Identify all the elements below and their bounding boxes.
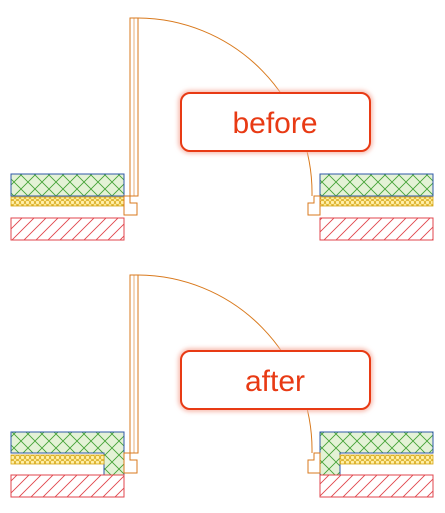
brick-layer xyxy=(319,217,434,241)
membrane-layer xyxy=(10,196,125,207)
membrane-layer xyxy=(319,196,434,207)
door-jamb-left xyxy=(123,452,138,474)
insulation-layer xyxy=(319,173,434,197)
callout-box xyxy=(180,92,371,152)
brick-layer xyxy=(10,474,125,498)
membrane-layer xyxy=(10,454,105,465)
door-after xyxy=(123,274,313,474)
before-detail xyxy=(10,17,434,241)
callout-box xyxy=(180,350,371,410)
label-after: after xyxy=(245,365,305,398)
wall-right-after xyxy=(307,431,434,498)
door-jamb-left xyxy=(123,195,138,216)
membrane-layer xyxy=(339,454,434,465)
callout-after: after xyxy=(178,348,373,412)
after-detail xyxy=(10,274,434,498)
insulation-layer xyxy=(10,173,125,197)
brick-layer xyxy=(319,474,434,498)
insulation-layer xyxy=(319,431,434,476)
door-jamb-right xyxy=(307,195,321,216)
label-before: before xyxy=(232,107,317,140)
door-swing-arc xyxy=(137,274,313,454)
door-jamb-right xyxy=(307,452,321,474)
wall-left-after xyxy=(10,431,125,498)
brick-layer xyxy=(10,217,125,241)
wall-left-before xyxy=(10,173,125,241)
callout-before: before xyxy=(178,90,373,154)
door-swing-arc xyxy=(137,17,313,197)
wall-right-before xyxy=(307,173,434,241)
insulation-layer xyxy=(10,431,125,476)
door-before xyxy=(123,17,313,216)
